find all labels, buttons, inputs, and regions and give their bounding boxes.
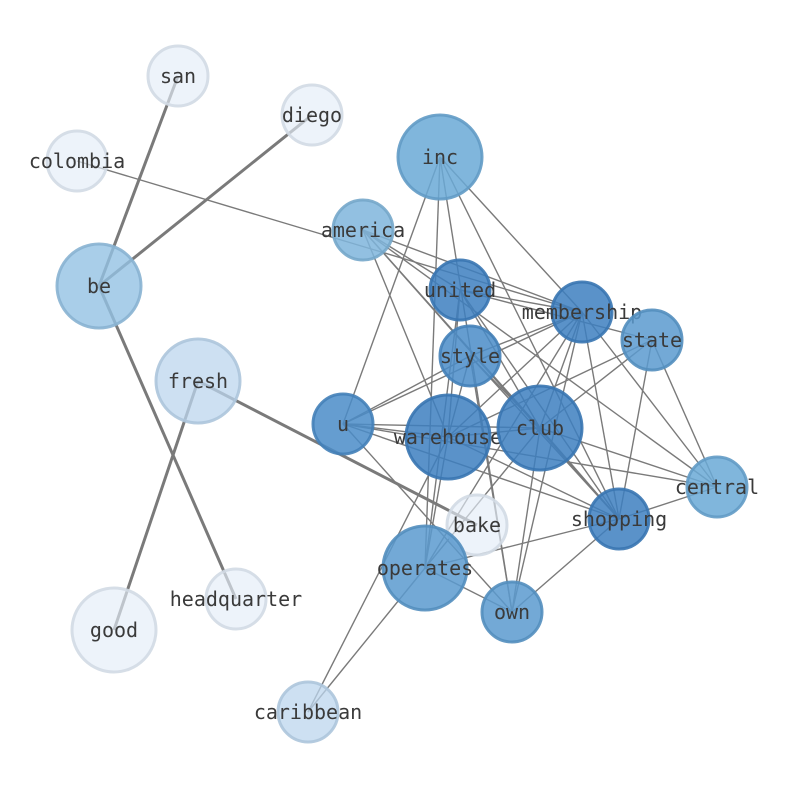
node-state[interactable]: state: [620, 308, 684, 372]
node-club[interactable]: club: [496, 384, 584, 472]
node-shopping[interactable]: shopping: [571, 487, 667, 551]
node-fresh[interactable]: fresh: [154, 337, 242, 425]
node-headquarter[interactable]: headquarter: [170, 567, 302, 631]
node-colombia[interactable]: colombia: [29, 129, 125, 193]
node-circle-central[interactable]: [685, 455, 749, 519]
node-circle-bake[interactable]: [445, 493, 509, 557]
edge-fresh-good: [112, 380, 200, 631]
node-united[interactable]: united: [424, 258, 496, 322]
node-bake[interactable]: bake: [445, 493, 509, 557]
node-label-shopping: shopping: [571, 507, 667, 531]
edge-colombia-membership: [76, 160, 583, 313]
node-circle-diego[interactable]: [280, 83, 344, 147]
edge-inc-shopping: [439, 156, 620, 520]
edge-diego-be: [98, 113, 313, 288]
node-circle-inc[interactable]: [396, 113, 484, 201]
node-be[interactable]: be: [55, 242, 143, 330]
edge-u-shopping: [342, 423, 620, 520]
node-label-warehouse: warehouse: [394, 425, 502, 449]
node-own[interactable]: own: [480, 580, 544, 644]
node-u[interactable]: u: [311, 392, 375, 456]
node-label-central: central: [675, 475, 759, 499]
edge-u-own: [342, 423, 513, 613]
edge-inc-operates: [424, 156, 441, 569]
node-circle-club[interactable]: [496, 384, 584, 472]
edge-membership-central: [581, 311, 718, 488]
edge-america-central: [362, 229, 718, 488]
node-label-operates: operates: [377, 556, 473, 580]
node-label-own: own: [494, 600, 530, 624]
node-circle-fresh[interactable]: [154, 337, 242, 425]
node-label-headquarter: headquarter: [170, 587, 302, 611]
node-label-caribbean: caribbean: [254, 700, 362, 724]
node-label-diego: diego: [282, 103, 342, 127]
node-circle-colombia[interactable]: [45, 129, 109, 193]
node-label-colombia: colombia: [29, 149, 125, 173]
node-diego[interactable]: diego: [280, 83, 344, 147]
node-circle-own[interactable]: [480, 580, 544, 644]
node-label-style: style: [440, 344, 500, 368]
edge-be-headquarter: [97, 285, 238, 600]
edge-membership-shopping: [581, 311, 620, 520]
node-circle-headquarter[interactable]: [204, 567, 268, 631]
node-circle-state[interactable]: [620, 308, 684, 372]
node-warehouse[interactable]: warehouse: [394, 393, 502, 481]
node-circle-shopping[interactable]: [587, 487, 651, 551]
node-operates[interactable]: operates: [377, 524, 473, 612]
node-label-america: america: [321, 218, 405, 242]
node-circle-style[interactable]: [438, 324, 502, 388]
node-inc[interactable]: inc: [396, 113, 484, 201]
node-good[interactable]: good: [70, 586, 158, 674]
node-circle-operates[interactable]: [381, 524, 469, 612]
node-label-state: state: [622, 328, 682, 352]
node-label-bake: bake: [453, 513, 501, 537]
node-circle-warehouse[interactable]: [404, 393, 492, 481]
node-circle-america[interactable]: [331, 198, 395, 262]
node-label-membership: membership: [522, 300, 642, 324]
node-circle-united[interactable]: [428, 258, 492, 322]
node-central[interactable]: central: [675, 455, 759, 519]
node-label-be: be: [87, 274, 111, 298]
node-label-u: u: [337, 412, 349, 436]
node-circle-membership[interactable]: [550, 280, 614, 344]
node-label-san: san: [160, 64, 196, 88]
node-circle-u[interactable]: [311, 392, 375, 456]
node-caribbean[interactable]: caribbean: [254, 680, 362, 744]
node-label-united: united: [424, 278, 496, 302]
edge-style-own: [469, 355, 513, 613]
node-label-inc: inc: [422, 145, 458, 169]
edge-warehouse-caribbean: [307, 436, 449, 713]
node-label-club: club: [516, 416, 564, 440]
node-america[interactable]: america: [321, 198, 405, 262]
edge-inc-u: [342, 156, 441, 425]
node-label-good: good: [90, 618, 138, 642]
node-circle-caribbean[interactable]: [276, 680, 340, 744]
node-circle-good[interactable]: [70, 586, 158, 674]
node-style[interactable]: style: [438, 324, 502, 388]
graph-nodes: san diego colombia inc america be united member…: [29, 44, 759, 744]
node-san[interactable]: san: [146, 44, 210, 108]
node-label-fresh: fresh: [168, 369, 228, 393]
node-membership[interactable]: membership: [522, 280, 642, 344]
node-circle-be[interactable]: [55, 242, 143, 330]
node-circle-san[interactable]: [146, 44, 210, 108]
